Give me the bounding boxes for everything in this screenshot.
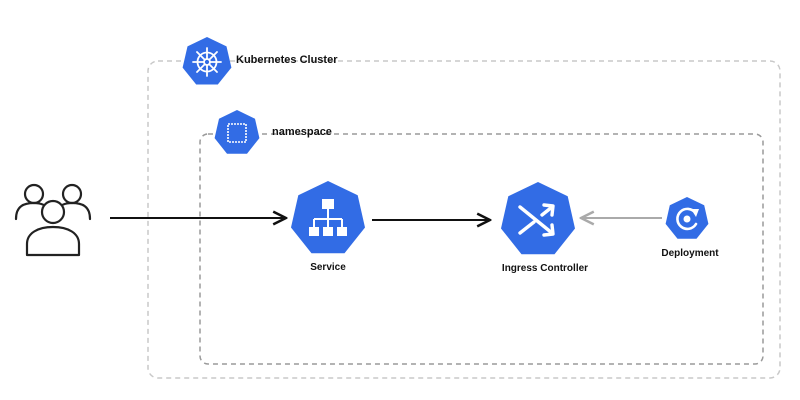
service-label: Service — [310, 262, 346, 273]
shuffle-icon — [501, 182, 575, 255]
refresh-icon — [665, 197, 709, 239]
deployment-label: Deployment — [661, 248, 719, 259]
ingress-controller-label: Ingress Controller — [501, 263, 589, 274]
cluster-label: Kubernetes Cluster — [236, 54, 338, 66]
namespace-boundary — [199, 133, 764, 365]
square-icon — [214, 110, 260, 154]
hierarchy-icon — [291, 181, 365, 254]
users-icon — [14, 183, 92, 257]
cluster-boundary — [147, 60, 781, 379]
namespace-label: namespace — [272, 126, 332, 138]
helm-wheel-icon — [182, 37, 232, 85]
